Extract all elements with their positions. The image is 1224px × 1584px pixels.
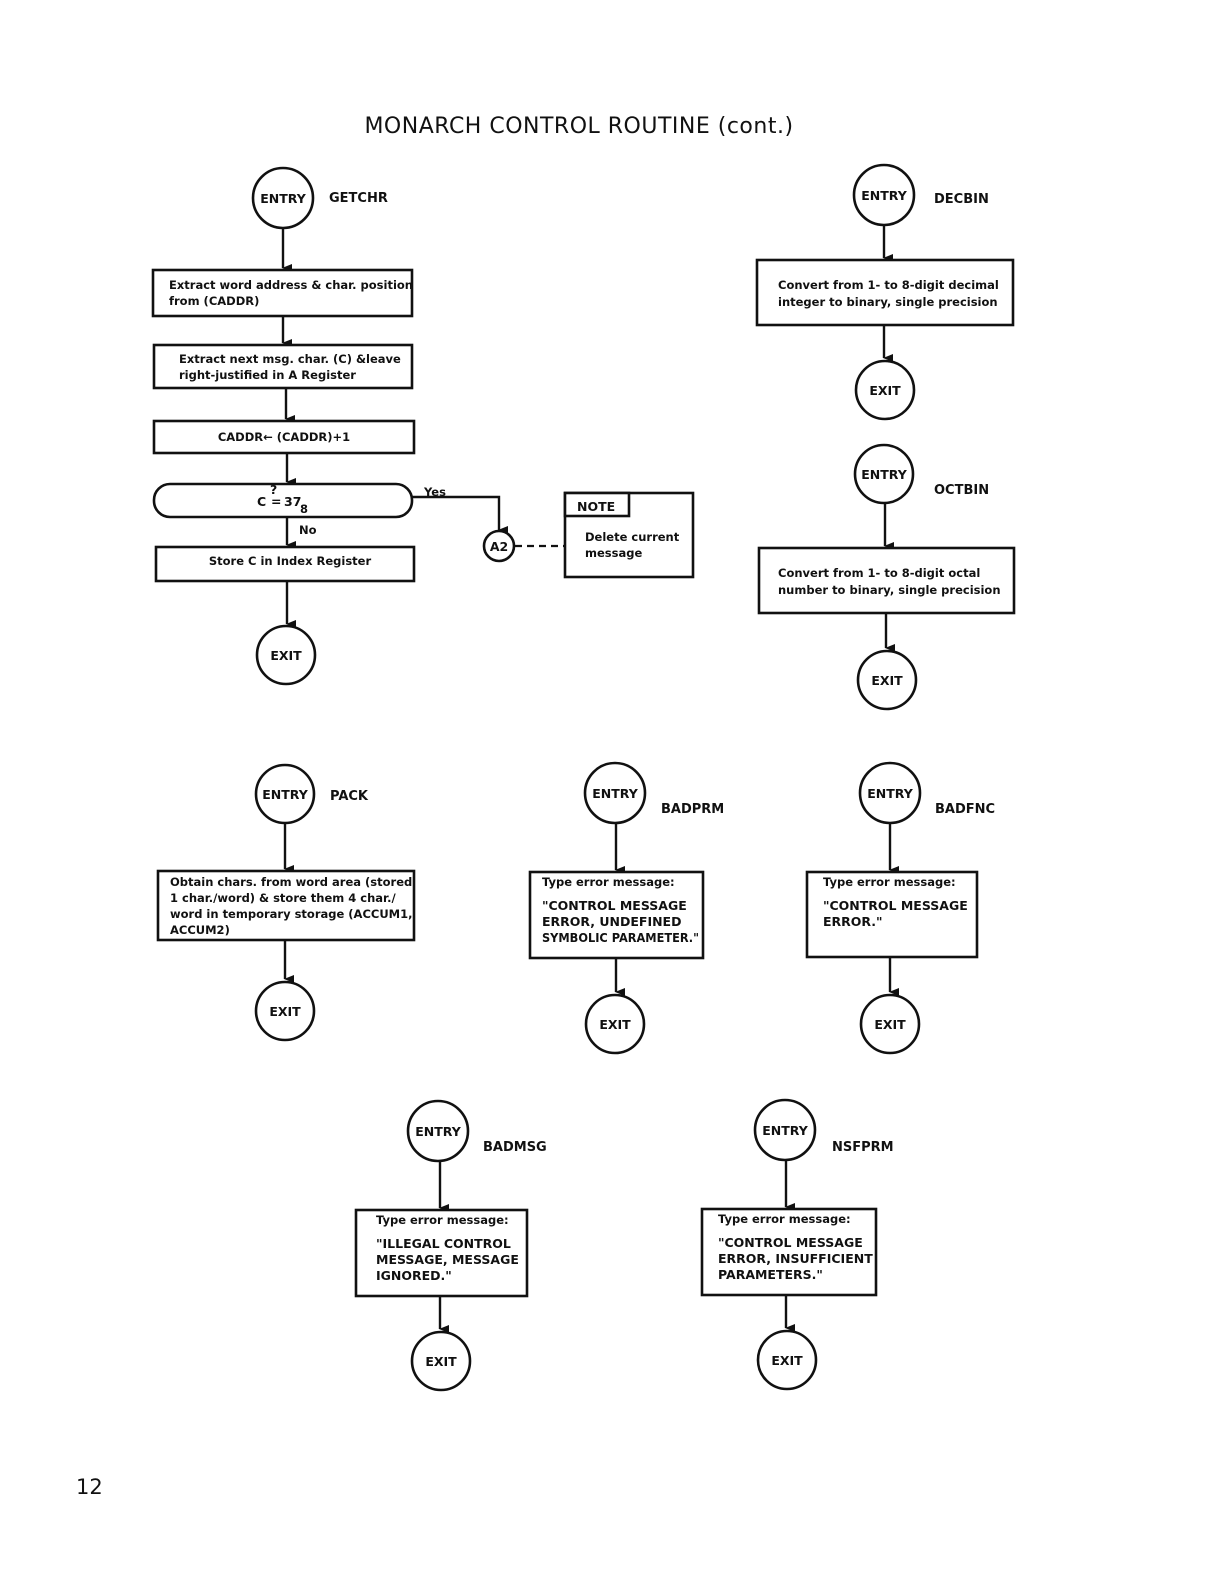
getchr-decision-op: = (271, 494, 281, 509)
getchr-flow: ENTRY GETCHR Extract word address & char… (151, 166, 565, 686)
getchr-connector-circle (482, 529, 516, 563)
note-title-tab (563, 491, 631, 518)
octbin-routine-name: OCTBIN (934, 483, 989, 498)
badprm-step-line-3: SYMBOLIC PARAMETER." (542, 930, 699, 945)
badprm-step-line-2: ERROR, UNDEFINED (542, 914, 681, 929)
badfnc-routine-name: BADFNC (935, 802, 995, 817)
pack-exit-circle (254, 980, 316, 1042)
badfnc-exit-circle (859, 993, 921, 1055)
badfnc-exit-label: EXIT (874, 1017, 906, 1032)
decbin-step-line-1: Convert from 1- to 8-digit decimal (778, 278, 999, 292)
pack-step-line-3: word in temporary storage (ACCUM1, (170, 907, 412, 921)
note-text-line-1: Delete current (585, 530, 680, 544)
badfnc-step-heading: Type error message: (823, 875, 956, 889)
badprm-step-line-1: "CONTROL MESSAGE (542, 898, 687, 913)
octbin-exit-label: EXIT (871, 673, 903, 688)
getchr-exit-circle (255, 624, 317, 686)
nsfprm-exit-circle (756, 1329, 818, 1391)
nsfprm-entry-label: ENTRY (762, 1123, 808, 1138)
decbin-exit-circle (854, 359, 916, 421)
nsfprm-step-line-1: "CONTROL MESSAGE (718, 1235, 863, 1250)
getchr-step-4-box (154, 545, 416, 583)
octbin-step-line-1: Convert from 1- to 8-digit octal (778, 566, 980, 580)
badmsg-entry-circle (406, 1099, 470, 1163)
note-text-line-2: message (585, 546, 642, 560)
badprm-step-heading: Type error message: (542, 875, 675, 889)
pack-step-line-4: ACCUM2) (170, 923, 230, 937)
nsfprm-flow: ENTRY NSFPRM Type error message: "CONTRO… (700, 1098, 894, 1391)
getchr-decision-question: ? (270, 482, 277, 497)
badfnc-entry-label: ENTRY (867, 786, 913, 801)
nsfprm-step-box (700, 1207, 878, 1297)
nsfprm-routine-name: NSFPRM (832, 1140, 894, 1155)
getchr-step-4-text: Store C in Index Register (209, 554, 372, 568)
badfnc-step-line-1: "CONTROL MESSAGE (823, 898, 968, 913)
getchr-no-label: No (299, 523, 317, 537)
pack-entry-label: ENTRY (262, 787, 308, 802)
page-title: MONARCH CONTROL ROUTINE (cont.) (364, 114, 793, 139)
getchr-step-2-line-1: Extract next msg. char. (C) &leave (179, 352, 401, 366)
getchr-decision-lhs: C (257, 494, 266, 509)
decbin-entry-label: ENTRY (861, 188, 907, 203)
badmsg-exit-label: EXIT (425, 1354, 457, 1369)
octbin-exit-circle (856, 649, 918, 711)
getchr-decision-subscript: 8 (300, 502, 308, 516)
page-number: 12 (76, 1475, 103, 1499)
decbin-step-line-2: integer to binary, single precision (778, 295, 998, 309)
badprm-entry-label: ENTRY (592, 786, 638, 801)
getchr-step-3-box (152, 419, 416, 455)
getchr-yes-label: Yes (423, 485, 446, 499)
badprm-exit-label: EXIT (599, 1017, 631, 1032)
badmsg-flow: ENTRY BADMSG Type error message: "ILLEGA… (354, 1099, 547, 1392)
pack-flow: ENTRY PACK Obtain chars. from word area … (156, 763, 416, 1042)
badmsg-entry-label: ENTRY (415, 1124, 461, 1139)
nsfprm-exit-label: EXIT (771, 1353, 803, 1368)
note-title: NOTE (577, 499, 615, 514)
octbin-flow: ENTRY OCTBIN Convert from 1- to 8-digit … (757, 443, 1016, 711)
getchr-decision-number: 37 (284, 494, 301, 509)
getchr-step-1-line-1: Extract word address & char. position (169, 278, 413, 292)
getchr-decision-shape (152, 482, 414, 519)
getchr-step-1-line-2: from (CADDR) (169, 294, 259, 308)
badmsg-step-box (354, 1208, 529, 1298)
nsfprm-step-heading: Type error message: (718, 1212, 851, 1226)
badprm-flow: ENTRY BADPRM Type error message: "CONTRO… (528, 761, 724, 1055)
badmsg-exit-circle (410, 1330, 472, 1392)
decbin-routine-name: DECBIN (934, 192, 989, 207)
getchr-routine-name: GETCHR (329, 191, 388, 206)
badmsg-step-line-3: IGNORED." (376, 1268, 452, 1283)
pack-step-line-1: Obtain chars. from word area (stored (170, 875, 412, 889)
getchr-exit-label: EXIT (270, 648, 302, 663)
getchr-step-3-text: CADDR← (CADDR)+1 (218, 430, 350, 444)
badmsg-step-line-2: MESSAGE, MESSAGE (376, 1252, 519, 1267)
note-box: NOTE Delete current message (563, 491, 695, 579)
badprm-routine-name: BADPRM (661, 802, 724, 817)
badmsg-step-heading: Type error message: (376, 1213, 509, 1227)
decbin-flow: ENTRY DECBIN Convert from 1- to 8-digit … (755, 163, 1015, 421)
pack-step-box (156, 869, 416, 942)
badprm-exit-circle (584, 993, 646, 1055)
badfnc-step-line-2: ERROR." (823, 914, 883, 929)
badmsg-step-line-1: "ILLEGAL CONTROL (376, 1236, 511, 1251)
badfnc-flow: ENTRY BADFNC Type error message: "CONTRO… (805, 761, 995, 1055)
octbin-step-line-2: number to binary, single precision (778, 583, 1001, 597)
pack-step-line-2: 1 char./word) & store them 4 char./ (170, 891, 396, 905)
getchr-step-1-box (151, 268, 414, 318)
getchr-entry-label: ENTRY (260, 191, 306, 206)
badfnc-step-box (805, 870, 979, 959)
pack-routine-name: PACK (330, 789, 369, 804)
getchr-step-2-line-2: right-justified in A Register (179, 368, 356, 382)
getchr-step-2-box (152, 343, 414, 390)
getchr-yes-arrow (412, 495, 508, 534)
decbin-exit-label: EXIT (869, 383, 901, 398)
nsfprm-step-line-2: ERROR, INSUFFICIENT (718, 1251, 873, 1266)
pack-exit-label: EXIT (269, 1004, 301, 1019)
badmsg-routine-name: BADMSG (483, 1140, 547, 1155)
decbin-step-box (755, 258, 1015, 327)
nsfprm-step-line-3: PARAMETERS." (718, 1267, 823, 1282)
getchr-connector-label: A2 (490, 539, 508, 554)
octbin-step-box (757, 546, 1016, 615)
octbin-entry-label: ENTRY (861, 467, 907, 482)
